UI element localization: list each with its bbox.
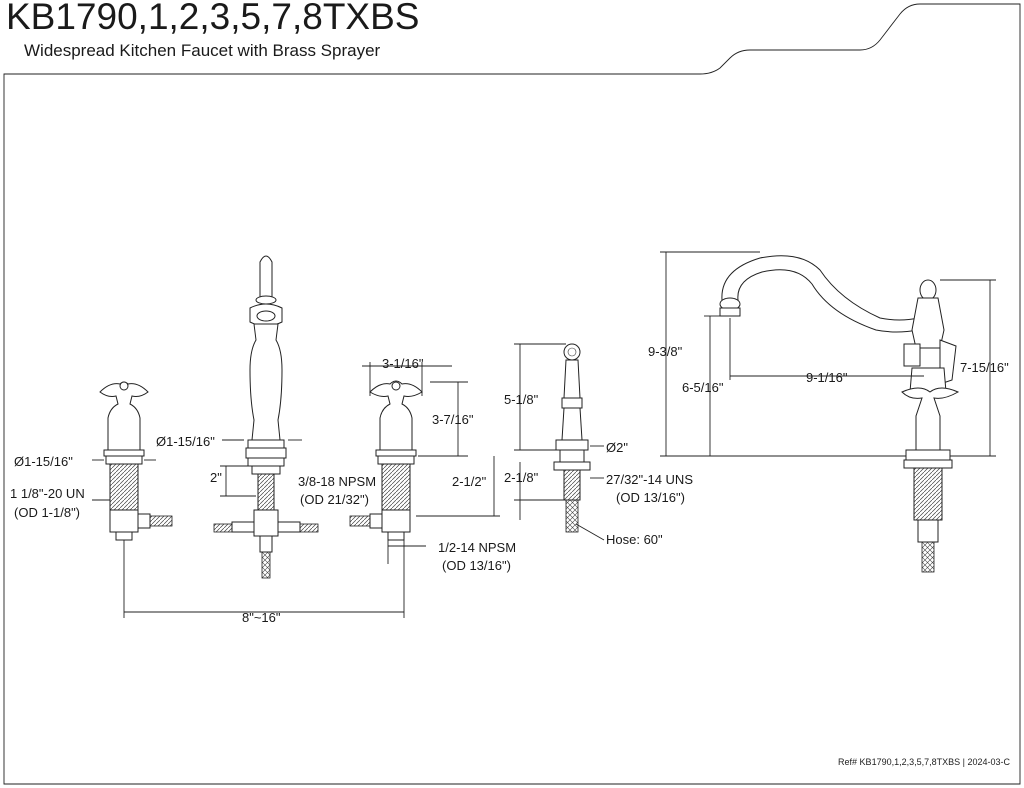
label-handle-flange-dia: Ø1-15/16" [14,454,73,469]
label-handle-thread-od: (OD 1-1/8") [14,505,80,520]
label-hose: Hose: 60" [606,532,663,547]
label-sprayer-thread-od: (OD 13/16") [616,490,685,505]
label-sprayer-thread: 27/32"-14 UNS [606,472,693,487]
label-spread: 8"~16" [242,610,281,625]
label-handle-thread: 1 1/8"-20 UN [10,486,85,501]
label-inlet-thread-od: (OD 13/16") [442,558,511,573]
right-handle-valve [349,380,423,541]
label-inlet-thread: 1/2-14 NPSM [438,540,516,555]
page-title: KB1790,1,2,3,5,7,8TXBS [6,0,420,37]
page-subtitle: Widespread Kitchen Faucet with Brass Spr… [24,41,381,60]
label-spout-outlet-height: 6-5/16" [682,380,724,395]
label-spout-thread: 3/8-18 NPSM [298,474,376,489]
label-sprayer-base-dia: Ø2" [606,440,628,455]
sprayer [553,343,591,533]
label-handle-total-height: 7-15/16" [960,360,1009,375]
side-view-faucet [719,255,960,573]
label-spout-reach: 9-1/16" [806,370,848,385]
label-handle-height: 3-7/16" [432,412,474,427]
label-spout-thread-od: (OD 21/32") [300,492,369,507]
left-handle-valve [99,381,173,541]
label-spout-flange-dia: Ø1-15/16" [156,434,215,449]
footer-reference: Ref# KB1790,1,2,3,5,7,8TXBS | 2024-03-C [838,757,1010,767]
label-sprayer-shank: 2-1/8" [504,470,539,485]
label-handle-width: 3-1/16" [382,356,424,371]
dimension-lines [92,251,996,618]
spout-assembly [213,255,319,579]
label-sprayer-height: 5-1/8" [504,392,539,407]
border-frame [3,3,1021,785]
label-spout-total-height: 9-3/8" [648,344,683,359]
label-spout-shank: 2" [210,470,222,485]
label-valve-shank: 2-1/2" [452,474,487,489]
